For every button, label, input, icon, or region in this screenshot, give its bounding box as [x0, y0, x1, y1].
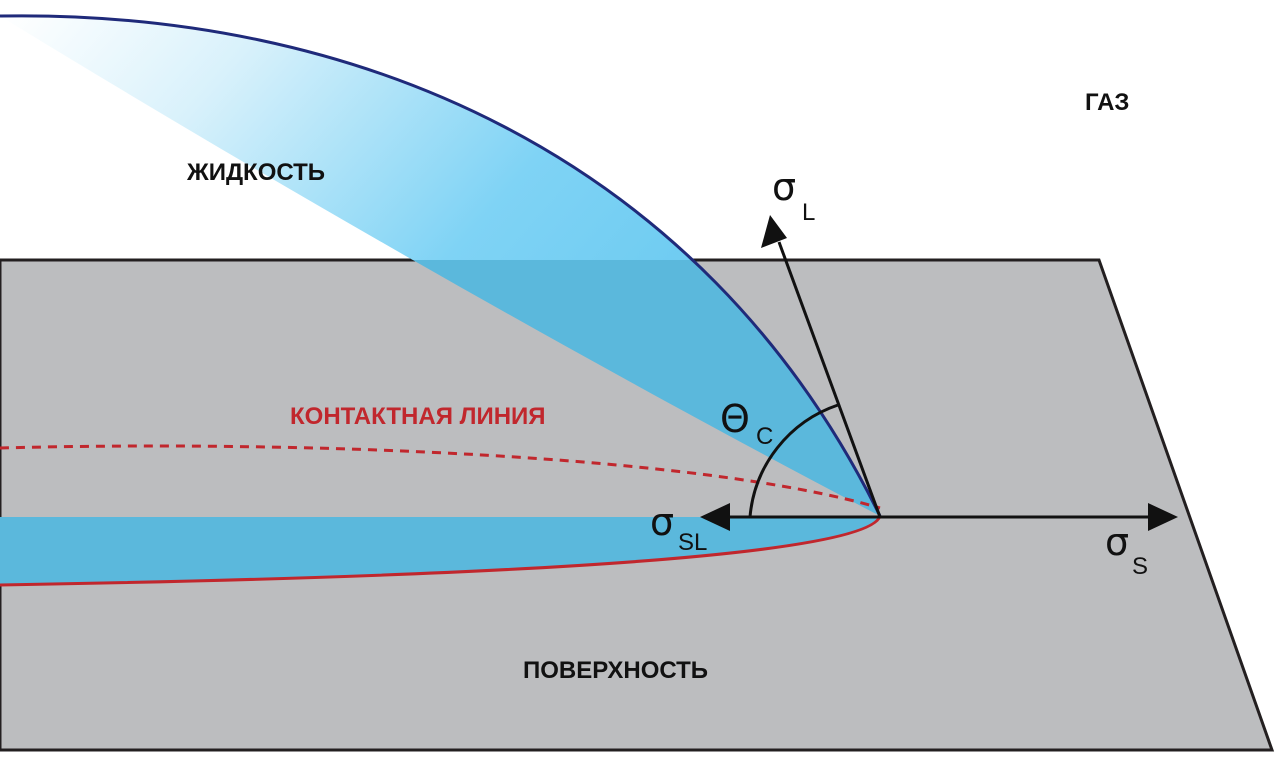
- surface-slab: [0, 258, 1275, 752]
- sigma-s-main: σ: [1105, 520, 1129, 564]
- sigma-s-arrowhead: [1148, 503, 1178, 531]
- sigma-s-sub: S: [1132, 553, 1148, 580]
- sigma-l-arrow: [777, 241, 882, 518]
- sigma-sl-arrowhead: [700, 503, 730, 531]
- contact-angle-arc: [748, 403, 839, 518]
- liquid-drop-upper: [0, 15, 693, 260]
- surface-label: ПОВЕРХНОСТЬ: [523, 657, 708, 684]
- sigma-s-symbol: σ S: [1105, 520, 1148, 580]
- sigma-l-main: σ: [772, 165, 796, 209]
- liquid-label: ЖИДКОСТЬ: [186, 159, 325, 186]
- sigma-l-arrowhead: [761, 215, 787, 248]
- theta-c-symbol: Θ C: [720, 397, 773, 450]
- theta-c-sub: C: [756, 423, 773, 450]
- sigma-l-symbol: σ L: [772, 165, 815, 226]
- sigma-sl-main: σ: [650, 500, 674, 544]
- liquid-film: [0, 517, 880, 585]
- liquid-drop-edge: [0, 14, 882, 517]
- solid-liquid-interface: [0, 515, 882, 587]
- sigma-sl-sub: SL: [678, 529, 707, 556]
- theta-c-main: Θ: [720, 397, 750, 441]
- contact-line-label: КОНТАКТНАЯ ЛИНИЯ: [290, 403, 546, 430]
- sigma-l-sub: L: [802, 199, 815, 226]
- sigma-sl-symbol: σ SL: [650, 500, 707, 556]
- gas-label: ГАЗ: [1085, 89, 1129, 116]
- contact-line: [0, 444, 881, 510]
- liquid-drop-lower: [0, 260, 880, 516]
